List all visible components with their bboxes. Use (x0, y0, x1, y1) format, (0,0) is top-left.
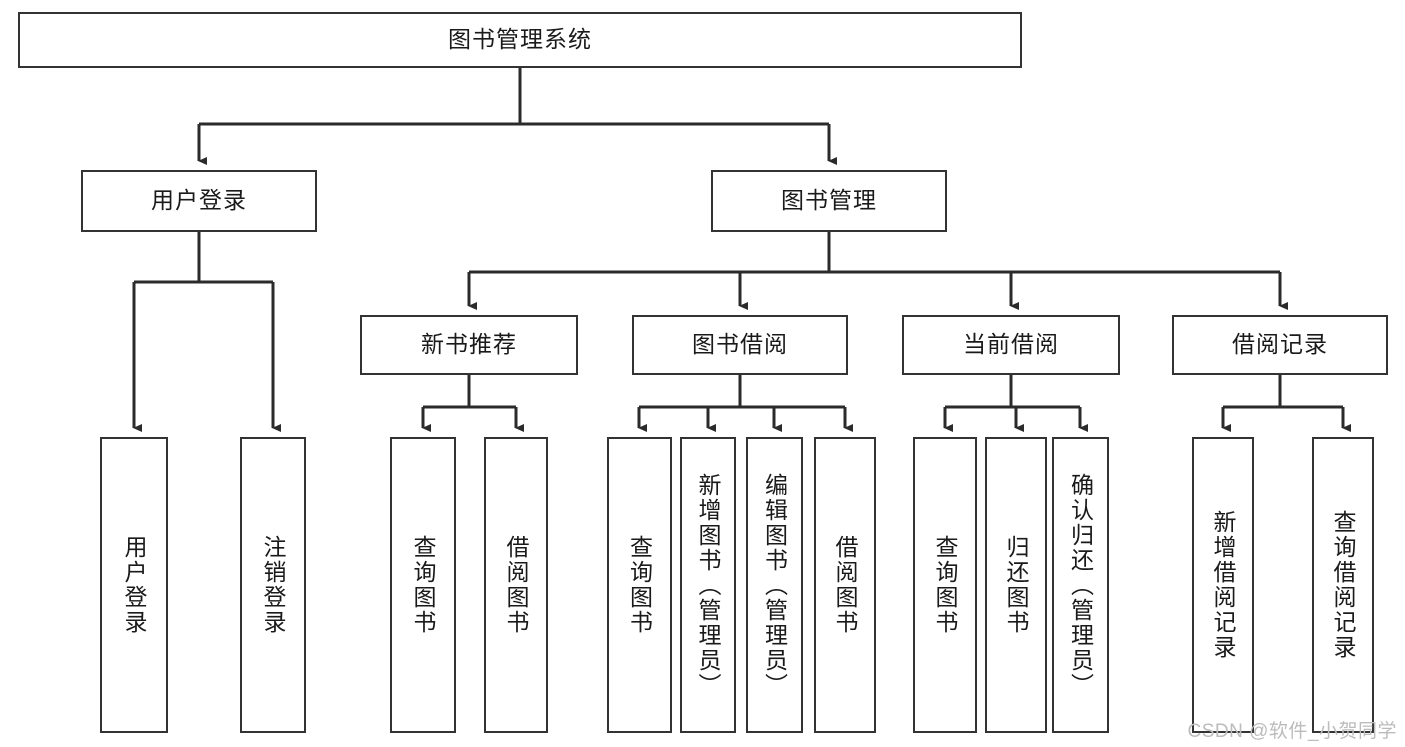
leaf-add-book-admin[interactable]: 新增图书（管理员） (680, 437, 736, 733)
node-label: 查询图书 (932, 535, 959, 635)
node-label: 借阅图书 (832, 535, 859, 635)
node-label: 确认归还（管理员） (1067, 472, 1094, 698)
user-login-to-leaves-connectors (132, 232, 281, 432)
book-manage-to-level3-connectors (467, 232, 1288, 310)
node-label: 查询图书 (410, 535, 437, 635)
leaf-add-borrow-record[interactable]: 新增借阅记录 (1192, 437, 1254, 733)
node-label: 注销登录 (260, 535, 287, 635)
node-label: 借阅图书 (503, 535, 530, 635)
node-label: 借阅记录 (1232, 331, 1328, 358)
root-to-level2-connectors (197, 68, 837, 165)
leaf-borrow-book-recommend[interactable]: 借阅图书 (484, 437, 548, 733)
leaf-confirm-return-admin[interactable]: 确认归还（管理员） (1052, 437, 1109, 733)
node-label: 图书管理 (781, 187, 877, 214)
node-label: 编辑图书（管理员） (761, 472, 788, 698)
node-root-system[interactable]: 图书管理系统 (18, 12, 1022, 68)
leaf-query-book-current[interactable]: 查询图书 (913, 437, 977, 733)
node-label: 图书借阅 (692, 331, 788, 358)
leaf-logout-login[interactable]: 注销登录 (240, 437, 306, 733)
borrow-record-to-leaves-connectors (1221, 375, 1351, 432)
leaf-query-borrow-record[interactable]: 查询借阅记录 (1312, 437, 1374, 733)
leaf-query-book-recommend[interactable]: 查询图书 (390, 437, 456, 733)
node-label: 查询图书 (626, 535, 653, 635)
node-current-borrow[interactable]: 当前借阅 (902, 315, 1120, 375)
node-borrow-record[interactable]: 借阅记录 (1172, 315, 1388, 375)
current-borrow-to-leaves-connectors (943, 375, 1088, 432)
leaf-query-book-borrow[interactable]: 查询图书 (607, 437, 672, 733)
leaf-user-login[interactable]: 用户登录 (100, 437, 168, 733)
leaf-edit-book-admin[interactable]: 编辑图书（管理员） (746, 437, 803, 733)
node-label: 当前借阅 (963, 331, 1059, 358)
node-label: 新增借阅记录 (1210, 510, 1237, 660)
node-user-login[interactable]: 用户登录 (81, 170, 317, 232)
watermark: CSDN @软件_小贺同学 (1187, 721, 1397, 742)
node-label: 用户登录 (151, 187, 247, 214)
leaf-return-book[interactable]: 归还图书 (985, 437, 1047, 733)
node-label: 用户登录 (121, 535, 148, 635)
node-book-borrow[interactable]: 图书借阅 (632, 315, 848, 375)
new-book-to-leaves-connectors (421, 375, 524, 432)
node-label: 新书推荐 (421, 331, 517, 358)
node-new-book-recommend[interactable]: 新书推荐 (360, 315, 578, 375)
node-book-management[interactable]: 图书管理 (711, 170, 947, 232)
node-label: 查询借阅记录 (1330, 510, 1357, 660)
node-label: 新增图书（管理员） (695, 472, 722, 698)
leaf-borrow-book[interactable]: 借阅图书 (814, 437, 876, 733)
book-borrow-to-leaves-connectors (637, 375, 853, 432)
node-label: 图书管理系统 (448, 26, 592, 53)
node-label: 归还图书 (1003, 535, 1030, 635)
